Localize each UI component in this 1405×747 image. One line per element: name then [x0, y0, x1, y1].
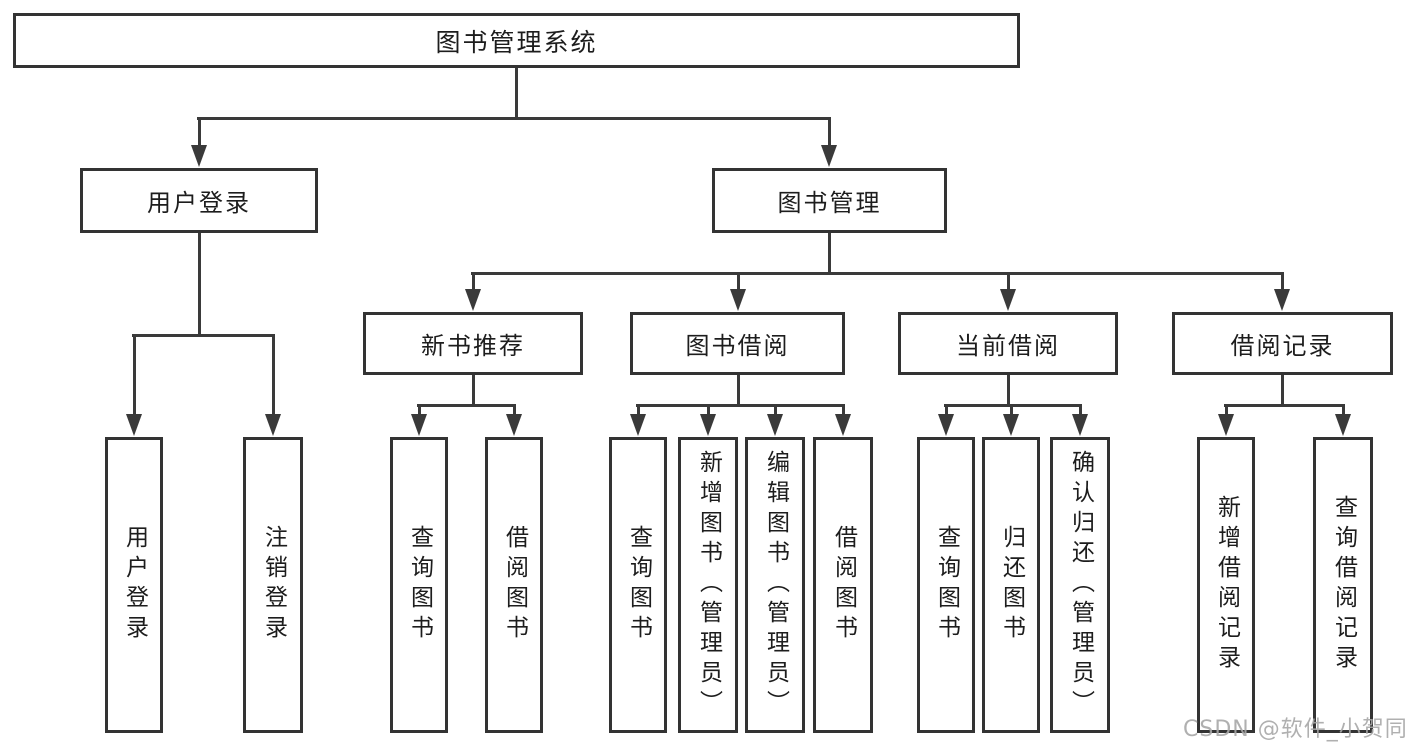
arrow-down-icon [1000, 289, 1016, 311]
node-bb-edit: 编辑图书（管理员） [745, 437, 805, 733]
connector-rail [132, 334, 275, 337]
node-nb-query: 查询图书 [390, 437, 448, 733]
node-cb-query: 查询图书 [917, 437, 975, 733]
connector-rail [636, 404, 845, 407]
csdn-watermark: CSDN @软件_小贺同学 [1183, 717, 1405, 742]
arrow-down-icon [126, 414, 142, 436]
node-br-add: 新增借阅记录 [1197, 437, 1255, 733]
arrow-down-icon [465, 289, 481, 311]
arrow-down-icon [411, 414, 427, 436]
connector-arrow-shaft [842, 405, 845, 416]
connector-arrow-shaft [945, 405, 948, 416]
connector-arrow-shaft [774, 405, 777, 416]
arrow-down-icon [730, 289, 746, 311]
connector-arrow-shaft [1281, 273, 1284, 291]
connector-arrow-shaft [1010, 405, 1013, 416]
arrow-down-icon [1003, 414, 1019, 436]
connector-arrow-shaft [1079, 405, 1082, 416]
connector-line [515, 68, 518, 120]
arrow-down-icon [1274, 289, 1290, 311]
connector-arrow-shaft [1342, 405, 1345, 416]
arrow-down-icon [835, 414, 851, 436]
connector-line [198, 233, 201, 337]
connector-arrow-shaft [133, 335, 136, 416]
arrow-down-icon [630, 414, 646, 436]
node-logout: 注销登录 [243, 437, 303, 733]
node-login: 用户登录 [105, 437, 163, 733]
node-book-mgmt: 图书管理 [712, 168, 947, 233]
connector-line [737, 375, 740, 406]
node-cb-confirm: 确认归还（管理员） [1050, 437, 1110, 733]
node-bb-borrow: 借阅图书 [813, 437, 873, 733]
node-book-borrow: 图书借阅 [630, 312, 845, 375]
connector-line [1007, 375, 1010, 406]
connector-arrow-shaft [1007, 273, 1010, 291]
connector-arrow-shaft [418, 405, 421, 416]
connector-arrow-shaft [272, 335, 275, 416]
node-cb-return: 归还图书 [982, 437, 1040, 733]
arrow-down-icon [700, 414, 716, 436]
node-bb-query: 查询图书 [609, 437, 667, 733]
node-nb-borrow: 借阅图书 [485, 437, 543, 733]
connector-line [1281, 375, 1284, 406]
connector-rail [1224, 404, 1345, 407]
node-root: 图书管理系统 [13, 13, 1020, 68]
node-br-query: 查询借阅记录 [1313, 437, 1373, 733]
node-current-borrow: 当前借阅 [898, 312, 1118, 375]
connector-arrow-shaft [637, 405, 640, 416]
node-borrow-records: 借阅记录 [1172, 312, 1393, 375]
connector-arrow-shaft [707, 405, 710, 416]
connector-line [472, 375, 475, 406]
connector-arrow-shaft [737, 273, 740, 291]
arrow-down-icon [265, 414, 281, 436]
node-bb-add: 新增图书（管理员） [678, 437, 738, 733]
arrow-down-icon [1072, 414, 1088, 436]
connector-rail [944, 404, 1082, 407]
connector-rail [417, 404, 516, 407]
connector-arrow-shaft [513, 405, 516, 416]
connector-arrow-shaft [828, 118, 831, 147]
arrow-down-icon [938, 414, 954, 436]
arrow-down-icon [506, 414, 522, 436]
connector-arrow-shaft [1225, 405, 1228, 416]
arrow-down-icon [821, 145, 837, 167]
arrow-down-icon [1218, 414, 1234, 436]
connector-rail [197, 117, 831, 120]
connector-arrow-shaft [198, 118, 201, 147]
connector-line [828, 233, 831, 275]
arrow-down-icon [191, 145, 207, 167]
node-new-books: 新书推荐 [363, 312, 583, 375]
arrow-down-icon [767, 414, 783, 436]
arrow-down-icon [1335, 414, 1351, 436]
node-user-login: 用户登录 [80, 168, 318, 233]
connector-arrow-shaft [472, 273, 475, 291]
connector-rail [471, 272, 1284, 275]
